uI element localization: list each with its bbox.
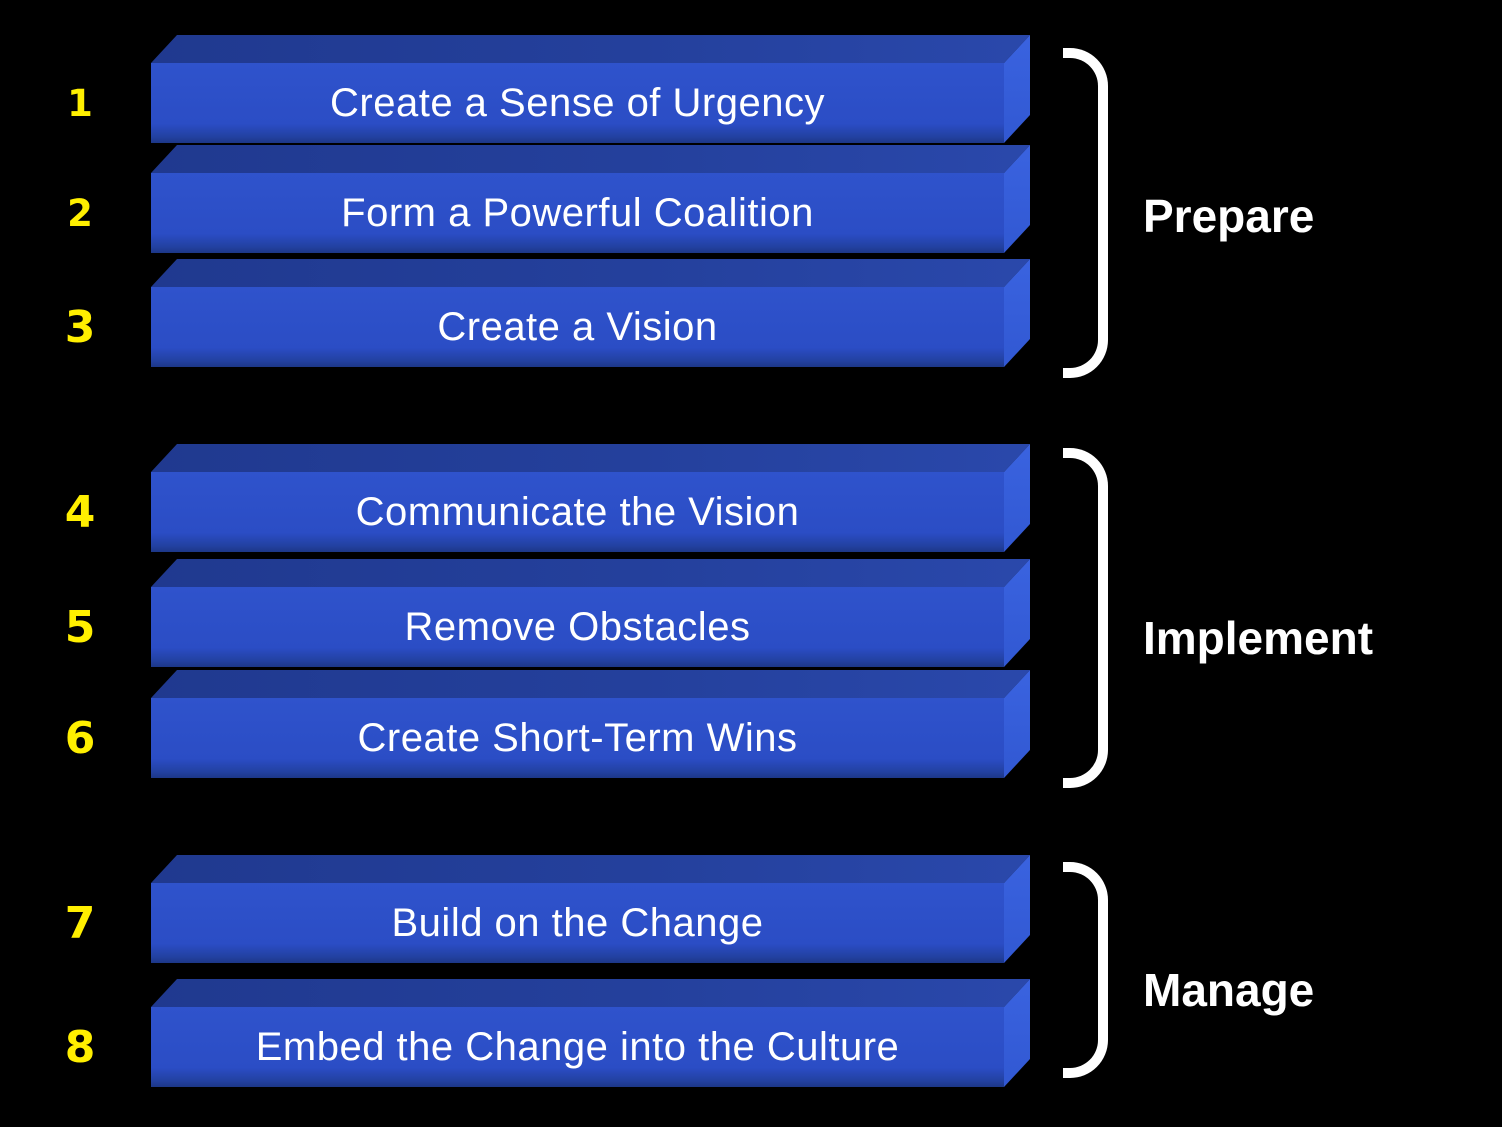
bar-front-face: Remove Obstacles [151,587,1004,667]
step-label: Form a Powerful Coalition [341,190,814,235]
group-label-manage: Manage [1143,964,1315,1016]
bar-top-face [151,35,1030,63]
step-row: 1 Create a Sense of Urgency [0,35,1502,143]
bar-front-face: Embed the Change into the Culture [151,1007,1004,1087]
step-number: 7 [64,897,96,949]
step-number: 8 [64,1021,96,1073]
bar-front-face: Create a Vision [151,287,1004,367]
group-bracket-manage [1063,862,1108,1078]
group-label-prepare: Prepare [1143,190,1315,242]
step-label: Build on the Change [391,900,764,945]
bar-front-face: Create a Sense of Urgency [151,63,1004,143]
step-number: 5 [64,601,96,653]
step-bar: Remove Obstacles [151,559,1030,667]
bar-front-face: Create Short-Term Wins [151,698,1004,778]
bar-top-face [151,855,1030,883]
bar-top-face [151,670,1030,698]
step-number: 6 [64,712,96,764]
step-label: Remove Obstacles [404,604,751,649]
step-row: 6 Create Short-Term Wins [0,670,1502,778]
bar-front-face: Build on the Change [151,883,1004,963]
step-row: 5 Remove Obstacles [0,559,1502,667]
step-number: 2 [67,191,93,235]
group-bracket-implement [1063,448,1108,788]
group-label-implement: Implement [1143,612,1374,664]
step-label: Create Short-Term Wins [357,715,798,760]
bar-front-face: Form a Powerful Coalition [151,173,1004,253]
bar-top-face [151,979,1030,1007]
step-bar: Create a Vision [151,259,1030,367]
step-label: Communicate the Vision [355,489,800,534]
step-row: 7 Build on the Change [0,855,1502,963]
bar-top-face [151,444,1030,472]
step-label: Create a Vision [437,304,718,349]
step-label: Create a Sense of Urgency [330,80,825,125]
step-bar: Create a Sense of Urgency [151,35,1030,143]
bar-top-face [151,559,1030,587]
step-bar: Create Short-Term Wins [151,670,1030,778]
step-bar: Form a Powerful Coalition [151,145,1030,253]
step-bar: Embed the Change into the Culture [151,979,1030,1087]
step-row: 2 Form a Powerful Coalition [0,145,1502,253]
step-number: 4 [64,486,96,538]
step-row: 3 Create a Vision [0,259,1502,367]
bar-top-face [151,259,1030,287]
bar-top-face [151,145,1030,173]
step-number: 1 [67,81,93,125]
step-number: 3 [64,301,96,353]
group-bracket-prepare [1063,48,1108,378]
step-row: 4 Communicate the Vision [0,444,1502,552]
bar-front-face: Communicate the Vision [151,472,1004,552]
step-row: 8 Embed the Change into the Culture [0,979,1502,1087]
step-label: Embed the Change into the Culture [255,1024,900,1069]
step-bar: Communicate the Vision [151,444,1030,552]
step-bar: Build on the Change [151,855,1030,963]
